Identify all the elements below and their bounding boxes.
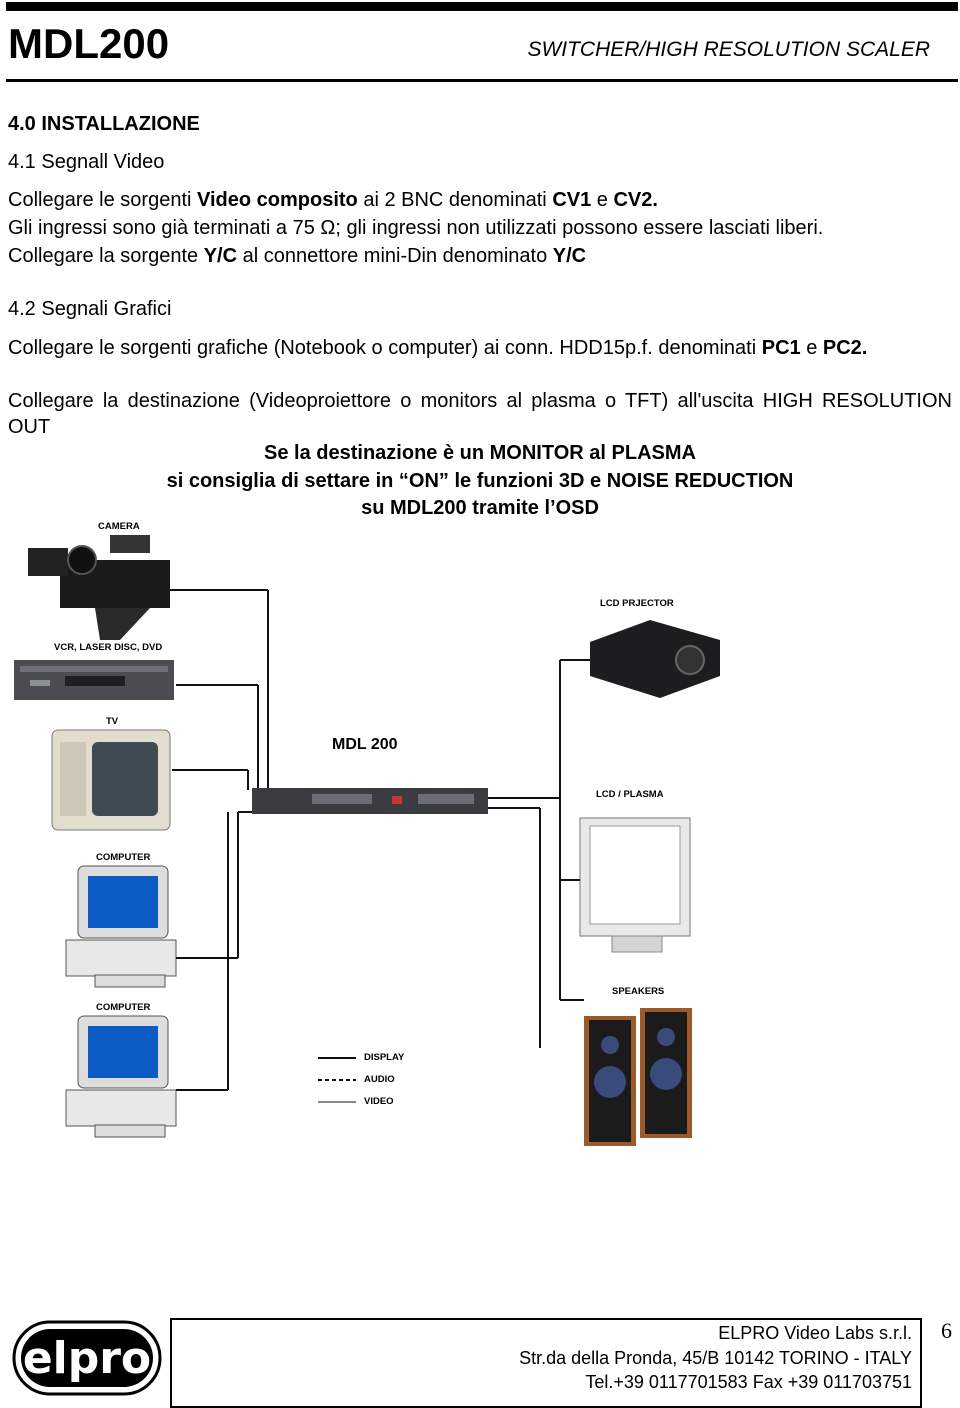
graphics-paragraph-2: Collegare la destinazione (Videoproietto…	[8, 388, 952, 440]
text-bold: CV1	[552, 189, 592, 211]
text: ai 2 BNC denominati	[357, 189, 553, 211]
footer-box	[170, 1318, 922, 1408]
video-line-2: Gli ingressi sono già terminati a 75 Ω; …	[8, 217, 824, 239]
camera-illustration	[28, 535, 170, 640]
text-bold: Video composito	[197, 189, 358, 211]
legend-lines	[318, 1057, 356, 1103]
page-number: 6	[941, 1318, 952, 1343]
header-bottom-rule	[6, 79, 958, 82]
legend-display: DISPLAY	[364, 1052, 405, 1063]
text: Collegare le sorgenti	[8, 189, 197, 211]
label-computer-2: COMPUTER	[96, 1002, 151, 1013]
section-title: 4.0 INSTALLAZIONE	[8, 113, 200, 135]
label-mdl200: MDL 200	[332, 736, 398, 753]
input-connection-lines	[170, 589, 269, 1091]
model-title: MDL200	[8, 20, 170, 67]
text: e	[591, 189, 614, 211]
header-top-rule	[6, 2, 958, 11]
text-bold: Y/C	[552, 245, 587, 267]
text: Collegare le sorgenti grafiche (Notebook…	[8, 337, 762, 359]
label-computer-1: COMPUTER	[96, 852, 151, 863]
label-lcd-projector: LCD PRJECTOR	[600, 598, 674, 609]
speakers-illustration	[584, 1008, 692, 1146]
text-bold: PC2.	[822, 337, 868, 359]
text: e	[800, 337, 823, 359]
video-line-1: Collegare le sorgenti Video composito ai…	[8, 188, 658, 212]
plasma-note-1: Se la destinazione è un MONITOR al PLASM…	[264, 442, 696, 464]
text-bold: Y/C	[203, 245, 238, 267]
label-speakers: SPEAKERS	[612, 986, 665, 997]
document-subtitle: SWITCHER/HIGH RESOLUTION SCALER	[527, 38, 930, 61]
connection-diagram	[14, 535, 720, 1146]
elpro-logo: elpro	[12, 1320, 162, 1396]
lcd-projector-illustration	[590, 620, 720, 698]
output-connection-lines	[488, 659, 590, 1048]
computer-1-illustration	[65, 865, 177, 988]
tv-illustration	[51, 729, 171, 831]
footer-phone: Tel.+39 0117701583 Fax +39 011703751	[585, 1372, 912, 1392]
label-vcr: VCR, LASER DISC, DVD	[54, 642, 163, 653]
label-camera: CAMERA	[98, 521, 140, 532]
computer-2-illustration	[65, 1015, 177, 1138]
logo-text: elpro	[23, 1333, 151, 1384]
text: Collegare la sorgente	[8, 245, 204, 267]
label-tv: TV	[106, 716, 119, 727]
video-heading: 4.1 Segnall Video	[8, 151, 165, 173]
text: al connettore mini-Din denominato	[237, 245, 553, 267]
label-lcd-plasma: LCD / PLASMA	[596, 789, 664, 800]
text: Collegare la destinazione (Videoproietto…	[8, 390, 952, 438]
text-bold: PC1	[761, 337, 801, 359]
plasma-note-2: si consiglia di settare in “ON” le funzi…	[166, 470, 794, 492]
footer-company: ELPRO Video Labs s.r.l.	[718, 1323, 912, 1343]
legend-video: VIDEO	[364, 1096, 394, 1107]
graphics-heading: 4.2 Segnali Grafici	[8, 298, 172, 320]
plasma-note-3: su MDL200 tramite l’OSD	[361, 497, 599, 519]
legend-audio: AUDIO	[364, 1074, 395, 1085]
text-bold: CV2.	[613, 189, 658, 211]
mdl200-unit-illustration	[252, 788, 488, 814]
video-line-3: Collegare la sorgente Y/C al connettore …	[8, 244, 586, 268]
lcd-monitor-illustration	[579, 817, 691, 953]
vcr-illustration	[14, 660, 174, 700]
footer-address: Str.da della Pronda, 45/B 10142 TORINO -…	[519, 1348, 912, 1368]
graphics-paragraph-1: Collegare le sorgenti grafiche (Notebook…	[8, 335, 952, 361]
